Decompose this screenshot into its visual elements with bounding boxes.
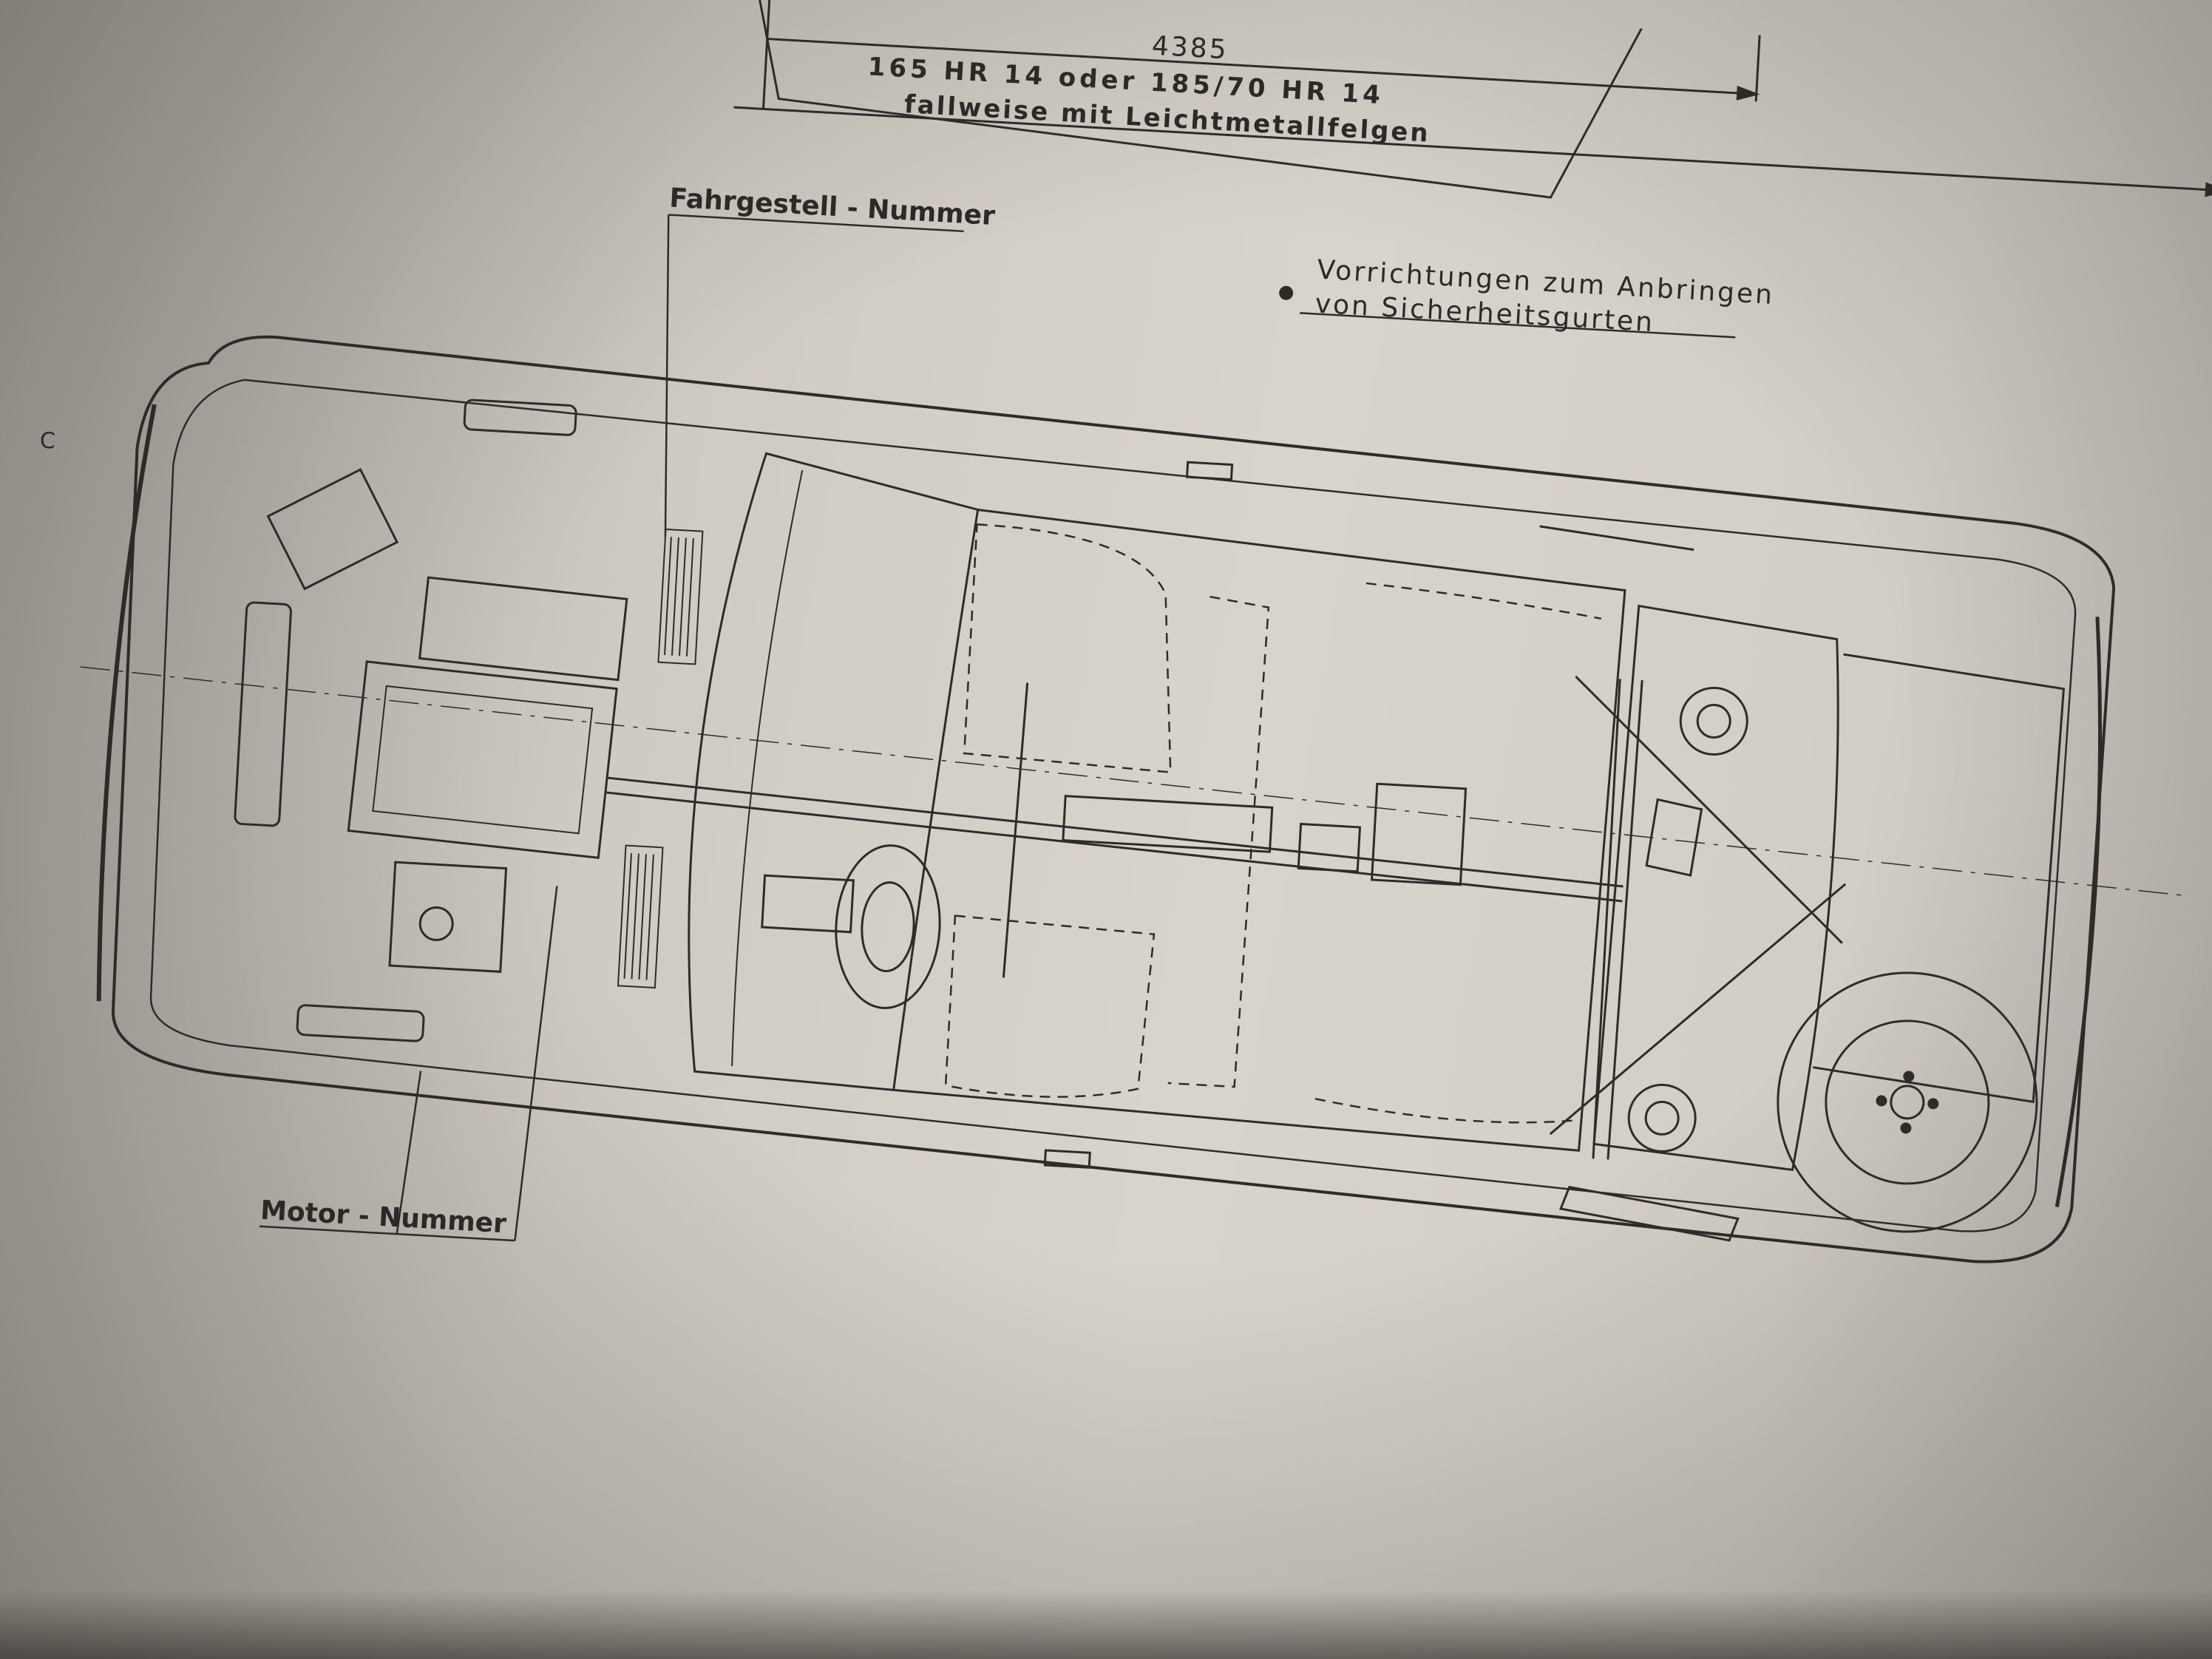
body-details: [1043, 461, 1740, 1242]
section-marker: C: [38, 427, 56, 455]
dimension-lines: [733, 0, 2212, 199]
car-body: [96, 335, 2116, 1263]
center-axis: [80, 666, 2186, 897]
grilles: [617, 528, 704, 989]
leader-lines: [259, 214, 1736, 1242]
rear-axle: [1549, 675, 1847, 1160]
seatbelt-marker-icon: [1279, 285, 1294, 300]
overall-length-value: 4385: [1150, 30, 1229, 66]
page-edge-shadow: [0, 1590, 2212, 1659]
engine: [234, 398, 628, 1042]
spare-wheel: [1777, 971, 2038, 1233]
cabin: [688, 452, 2065, 1172]
seats: [944, 523, 1601, 1124]
steering: [761, 844, 941, 1009]
drivetrain: [606, 682, 1624, 978]
